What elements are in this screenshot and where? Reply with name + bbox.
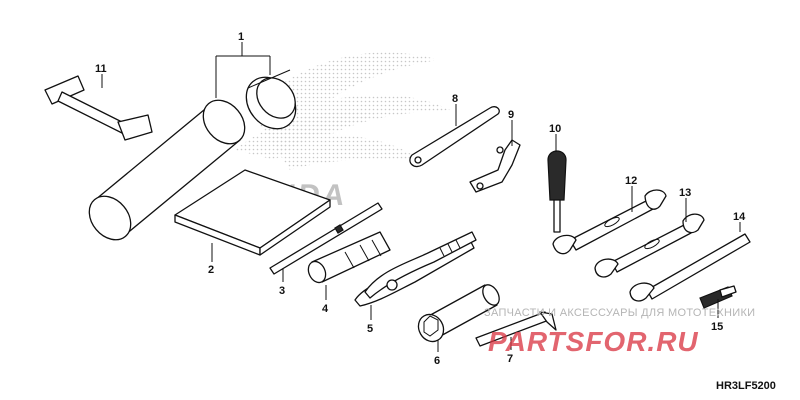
callout-12: 12 <box>625 175 637 187</box>
callout-7: 7 <box>507 353 513 365</box>
part-12-open-wrench <box>552 189 667 255</box>
callout-labels: 1 2 3 4 5 6 7 8 9 10 11 12 13 14 15 <box>95 31 746 367</box>
callout-13: 13 <box>679 187 691 199</box>
callout-11: 11 <box>95 63 107 75</box>
part-6-box-spanner <box>417 284 500 343</box>
honda-wing-watermark <box>235 52 450 170</box>
part-15-fuse-puller <box>699 285 737 309</box>
part-14-long-wrench <box>629 233 751 302</box>
part-3-screwdriver-shaft <box>269 202 383 275</box>
part-2-owner-manual <box>174 169 331 256</box>
part-8-pin-spanner <box>409 106 500 168</box>
callout-4: 4 <box>322 303 329 315</box>
site-logo-watermark: PARTSFOR.RU <box>488 326 699 357</box>
site-tagline-watermark: ЗАПЧАСТИ И АКСЕССУАРЫ ДЛЯ МОТОТЕХНИКИ <box>484 307 755 319</box>
callout-1: 1 <box>238 31 244 43</box>
callout-15: 15 <box>711 321 723 333</box>
callout-14: 14 <box>733 211 746 223</box>
callout-2: 2 <box>208 264 214 276</box>
part-7-hex-key <box>475 311 557 347</box>
part-5-pliers <box>354 231 477 307</box>
callout-3: 3 <box>279 285 285 297</box>
part-11-strap <box>44 75 153 141</box>
callout-10: 10 <box>549 123 561 135</box>
part-4-screwdriver-grip <box>307 231 391 284</box>
callout-8: 8 <box>452 93 458 105</box>
part-9-hook-wrench <box>469 139 521 193</box>
leader-lines <box>101 42 741 352</box>
callout-6: 6 <box>434 355 440 367</box>
part-13-open-wrench <box>594 213 705 278</box>
callout-5: 5 <box>367 323 373 335</box>
part-10-small-screwdriver <box>547 150 567 233</box>
part-1-tool-case <box>88 69 297 241</box>
callout-9: 9 <box>508 109 514 121</box>
diagram-code: HR3LF5200 <box>716 380 776 392</box>
